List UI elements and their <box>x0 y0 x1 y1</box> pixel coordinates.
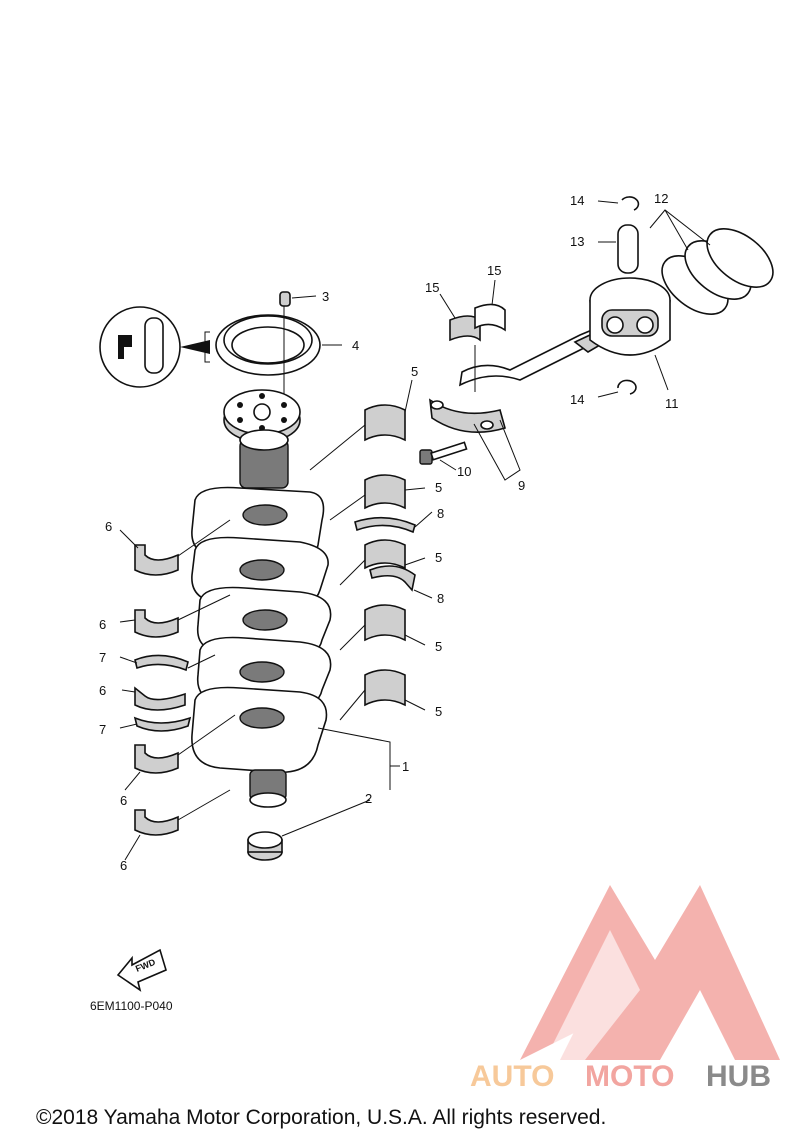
label-6c: 6 <box>99 683 106 698</box>
lower-main-bearings <box>119 519 236 861</box>
part-labels: 1 2 3 4 5 5 5 5 5 6 6 6 6 6 7 7 8 8 9 10… <box>99 191 679 873</box>
label-6e: 6 <box>120 858 127 873</box>
piston-rings <box>649 209 774 315</box>
label-2: 2 <box>365 791 372 806</box>
label-5b: 5 <box>435 480 442 495</box>
crankshaft <box>191 389 400 808</box>
label-14b: 14 <box>570 392 584 407</box>
watermark-text-auto: AUTO <box>470 1060 554 1093</box>
copyright-notice: ©2018 Yamaha Motor Corporation, U.S.A. A… <box>36 1106 606 1129</box>
label-15a: 15 <box>425 280 439 295</box>
upper-main-bearings <box>309 379 426 721</box>
label-5e: 5 <box>435 704 442 719</box>
oil-seal <box>215 306 342 410</box>
label-13: 13 <box>570 234 584 249</box>
label-8b: 8 <box>437 591 444 606</box>
thrust-bearings <box>354 511 433 599</box>
bushing <box>247 799 371 861</box>
watermark-logo: AUTO MOTO HUB <box>470 885 780 1093</box>
piston-pin-clips <box>597 196 640 398</box>
watermark-text-hub: HUB <box>706 1060 771 1093</box>
connecting-rod-bolt <box>419 441 468 471</box>
label-11: 11 <box>665 396 679 411</box>
label-14a: 14 <box>570 193 584 208</box>
label-3: 3 <box>322 289 329 304</box>
label-4: 4 <box>352 338 359 353</box>
label-10: 10 <box>457 464 471 479</box>
label-6d: 6 <box>120 793 127 808</box>
lubricant-callout <box>99 306 210 388</box>
connecting-rod <box>429 329 602 481</box>
label-6b: 6 <box>99 617 106 632</box>
label-9: 9 <box>518 478 525 493</box>
label-7b: 7 <box>99 722 106 737</box>
label-7a: 7 <box>99 650 106 665</box>
watermark-text-moto: MOTO <box>585 1060 674 1093</box>
label-12: 12 <box>654 191 668 206</box>
dowel-pin <box>279 291 317 307</box>
label-5d: 5 <box>435 639 442 654</box>
label-5a: 5 <box>411 364 418 379</box>
fwd-arrow: FWD <box>116 948 167 992</box>
label-1: 1 <box>402 759 409 774</box>
conrod-bearings <box>439 279 506 392</box>
label-15b: 15 <box>487 263 501 278</box>
piston-pin <box>598 224 639 274</box>
label-8a: 8 <box>437 506 444 521</box>
label-5c: 5 <box>435 550 442 565</box>
thrust-washers <box>119 654 216 732</box>
label-6a: 6 <box>105 519 112 534</box>
diagram-code: 6EM1100-P040 <box>90 999 173 1013</box>
piston <box>589 277 671 391</box>
